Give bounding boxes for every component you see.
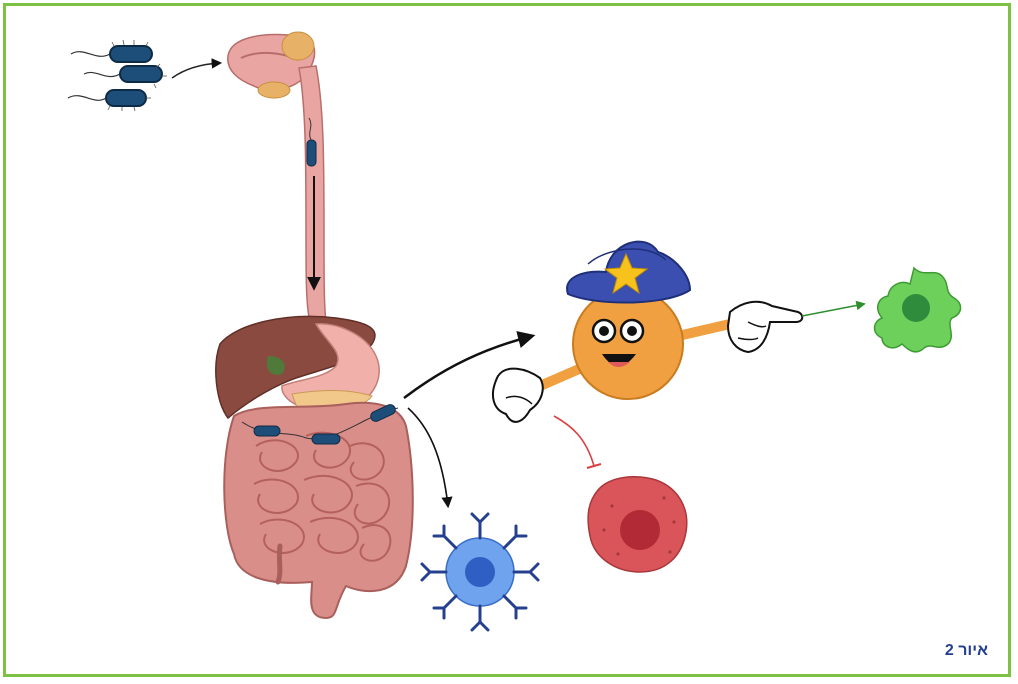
arrow-activate-dendritic [802,304,864,316]
police-hat-icon [567,242,690,303]
arrow-bacteria-to-mouth [172,63,220,78]
dendritic-cell-icon [875,268,961,352]
cartoon-immune-cell-icon [493,289,802,422]
damaged-cell-icon [588,477,687,572]
figure-caption: איור 2 [945,642,988,660]
inhibition-line [554,416,594,466]
bacteria-icon [68,40,167,111]
digestive-system-icon [216,316,413,618]
esophagus-icon [299,66,326,322]
arrow-gut-to-b-cell [408,408,448,506]
b-cell-with-antibodies-icon [422,514,538,630]
figure-frame: איור 2 [3,3,1011,677]
figure-illustration [6,6,1018,680]
